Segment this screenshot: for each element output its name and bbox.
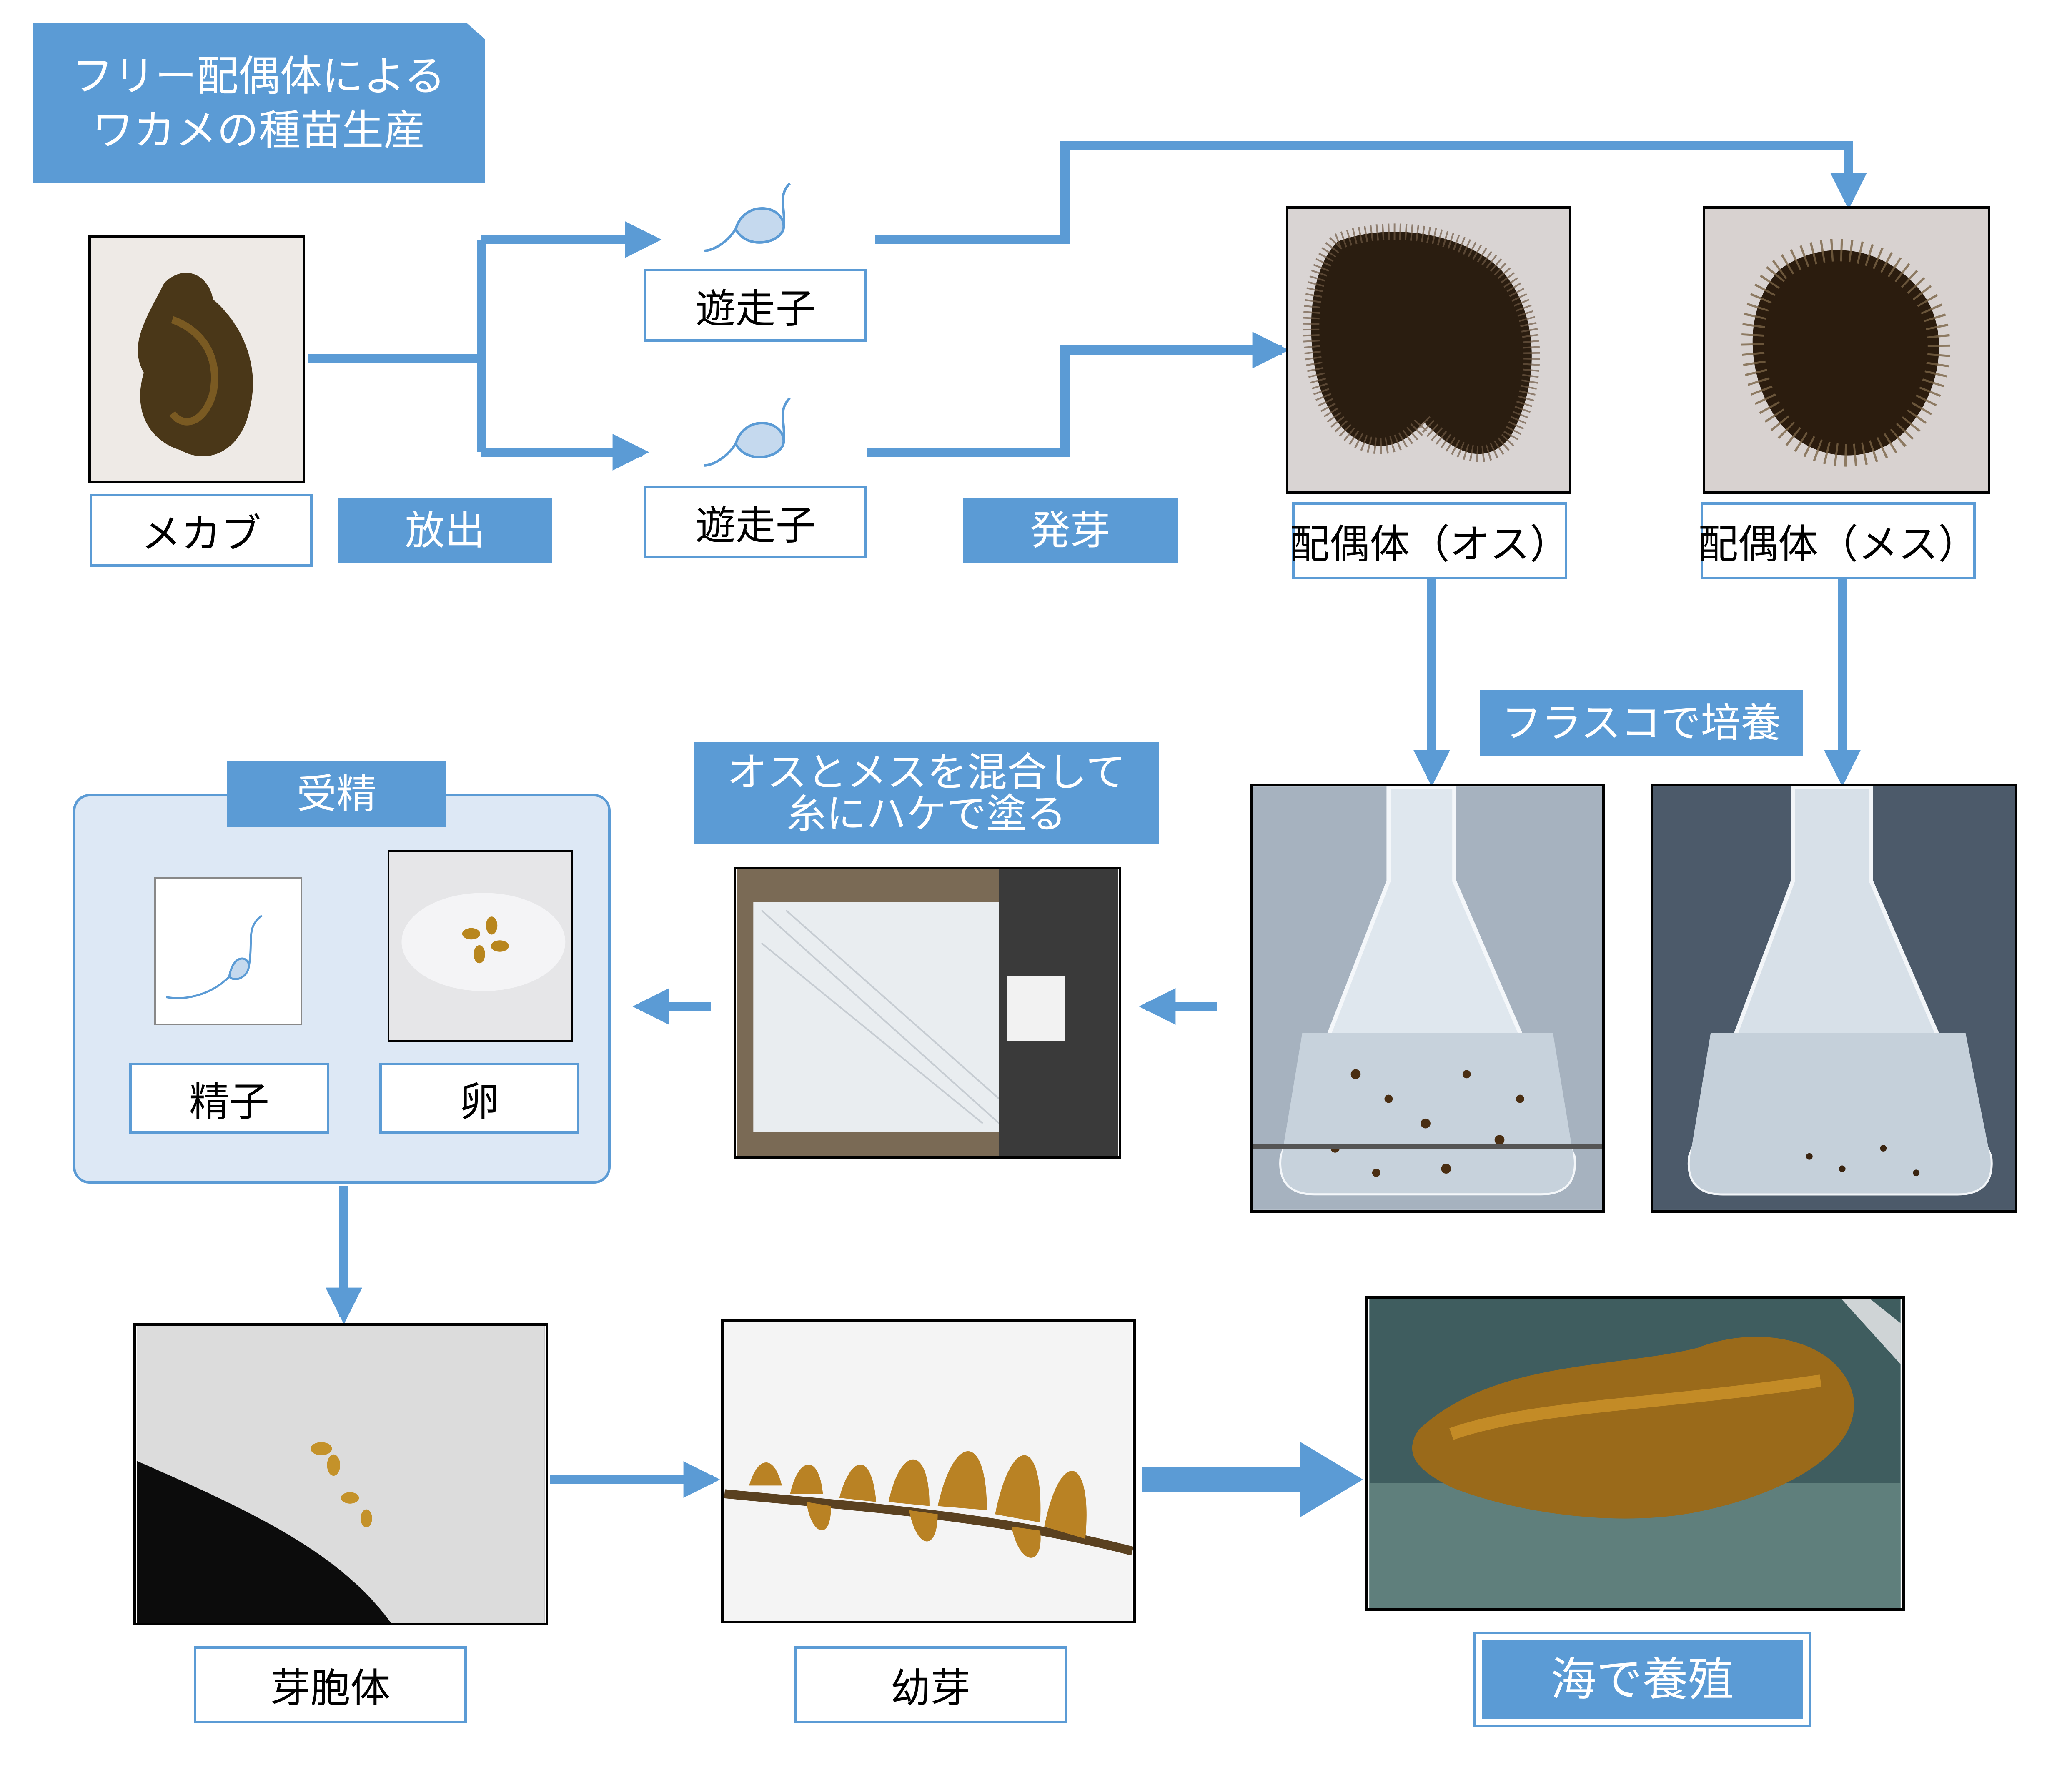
tag-sea-culture: 海で養殖 [1482,1640,1803,1719]
flask-female-photo [1651,784,2017,1213]
egg-photo [388,850,573,1042]
tag-flask-culture: フラスコで培養 [1480,690,1803,756]
tag-mix-paint: オスとメスを混合して 糸にハケで塗る [694,742,1159,844]
label-sporophyte: 芽胞体 [194,1646,467,1723]
tag-fertilization: 受精 [227,761,446,827]
young-bud-photo [721,1319,1136,1623]
sea-culture-photo [1365,1296,1905,1611]
arrow-bud-to-sea [1142,1442,1363,1517]
zoospore-icon [704,397,791,467]
mekabu-photo [88,235,305,483]
gametophyte-female-photo [1703,206,1990,494]
label-sperm: 精子 [129,1063,329,1134]
label-young-bud: 幼芽 [794,1646,1067,1723]
sporophyte-photo [133,1323,548,1625]
tag-germination: 発芽 [963,498,1178,563]
page-title: フリー配偶体による ワカメの種苗生産 [33,23,485,183]
label-gametophyte-female: 配偶体（メス） [1698,502,1978,579]
tag-release: 放出 [338,498,552,563]
label-zoospore-bottom: 遊走子 [644,486,867,558]
gametophyte-male-photo [1286,206,1571,494]
sperm-icon [166,915,263,999]
paint-line-photo [734,867,1121,1159]
label-zoospore-top: 遊走子 [644,269,867,342]
arrow-zoospore-bottom-to-male [867,332,1289,457]
label-mekabu: メカブ [90,494,313,567]
label-egg: 卵 [379,1063,579,1134]
sperm-box [154,877,302,1025]
label-gametophyte-male: 配偶体（オス） [1290,502,1570,579]
zoospore-icon [704,182,791,252]
flask-male-photo [1250,784,1605,1213]
arrow-mekabu-split [308,240,486,452]
